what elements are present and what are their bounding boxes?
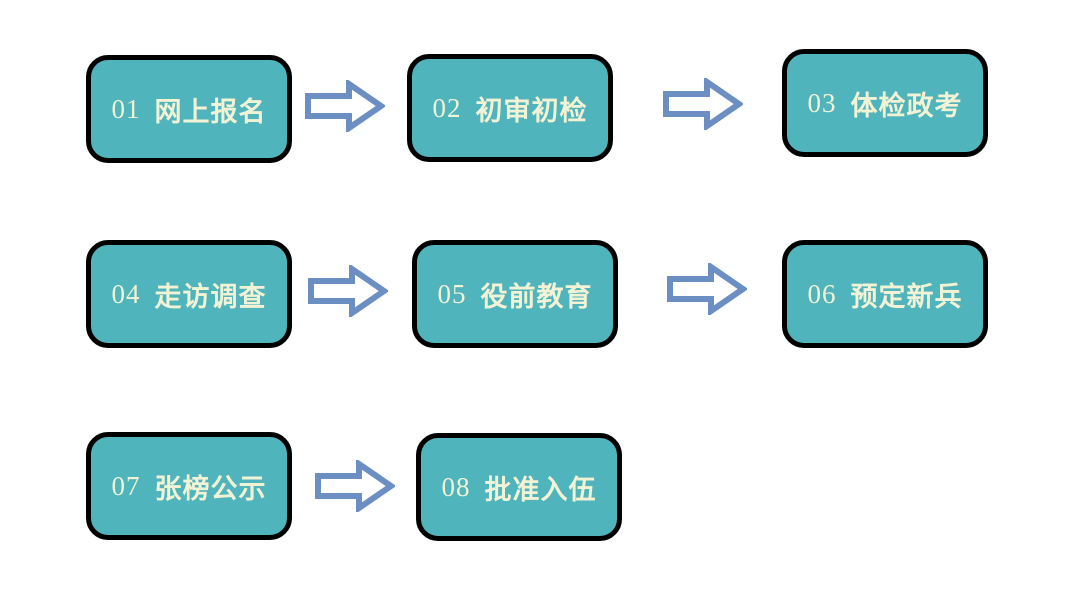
step-number: 04 — [111, 278, 141, 309]
step-number: 06 — [807, 278, 837, 309]
step-label: 批准入伍 — [484, 474, 597, 506]
step-number: 03 — [807, 87, 837, 118]
step-box-06: 06 预定新兵 — [782, 240, 988, 348]
step-label: 体检政考 — [850, 90, 963, 122]
step-box-02: 02 初审初检 — [407, 54, 613, 162]
step-number: 02 — [432, 92, 462, 123]
arrow-right-icon — [663, 78, 743, 130]
arrow-right-icon — [315, 460, 395, 512]
arrow-right-icon — [305, 80, 385, 132]
step-number: 07 — [111, 470, 141, 501]
step-label: 初审初检 — [475, 95, 588, 127]
step-box-08: 08 批准入伍 — [416, 433, 622, 541]
arrow-right-icon — [667, 263, 747, 315]
step-label: 役前教育 — [480, 281, 593, 313]
step-number: 05 — [437, 278, 467, 309]
step-number: 01 — [111, 93, 141, 124]
step-box-05: 05 役前教育 — [412, 240, 618, 348]
step-box-01: 01 网上报名 — [86, 55, 292, 163]
step-label: 张榜公示 — [154, 473, 267, 505]
step-box-07: 07 张榜公示 — [86, 432, 292, 540]
step-label: 走访调查 — [154, 281, 267, 313]
arrow-right-icon — [308, 265, 388, 317]
step-number: 08 — [441, 471, 471, 502]
step-box-03: 03 体检政考 — [782, 49, 988, 157]
step-label: 网上报名 — [154, 96, 267, 128]
step-box-04: 04 走访调查 — [86, 240, 292, 348]
step-label: 预定新兵 — [850, 281, 963, 313]
